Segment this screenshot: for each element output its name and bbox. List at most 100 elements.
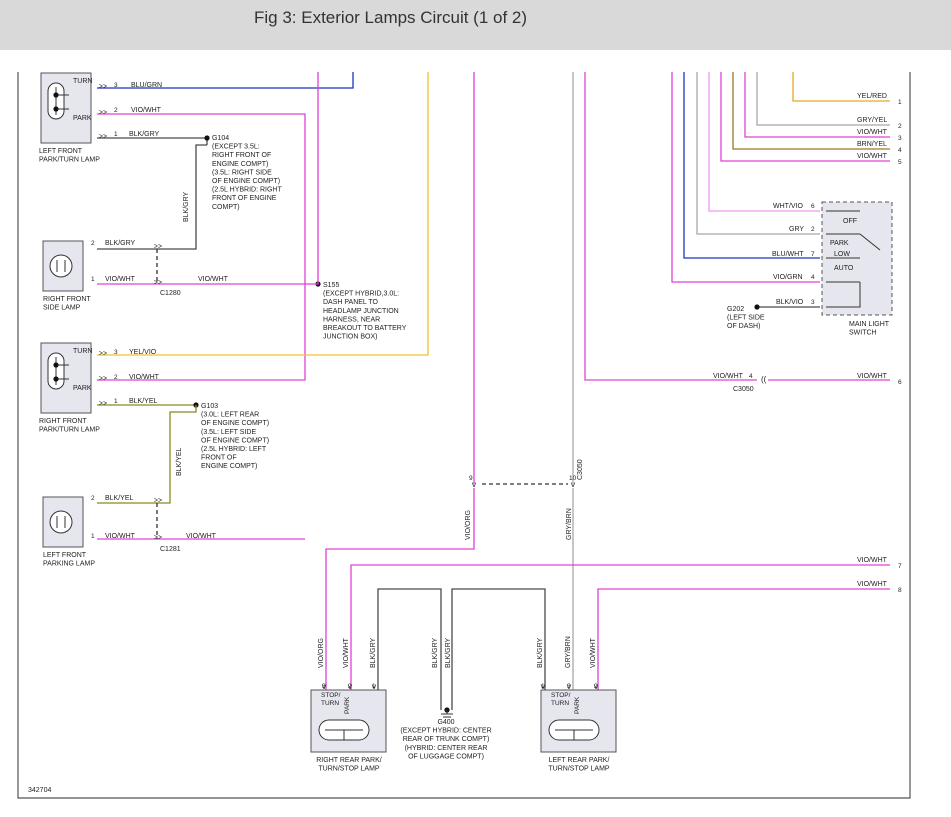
connector-symbol: >>	[154, 280, 162, 287]
pin-number: 3	[114, 82, 118, 89]
s155-label: HEADLAMP JUNCTION	[323, 308, 399, 315]
wire-label-blk-yel: BLK/YEL	[129, 398, 158, 405]
wire-label-vio-wht: VIO/WHT	[105, 276, 136, 283]
connector-symbol: ˅	[347, 682, 352, 692]
wire-label-vio-wht-vertical: VIO/WHT	[343, 637, 350, 668]
lf-parking-lamp-name: PARKING LAMP	[43, 561, 95, 568]
rf-park-turn-lamp-name: PARK/TURN LAMP	[39, 427, 100, 434]
wire-wht-vio	[708, 72, 820, 212]
wire-vio-wht-5	[720, 72, 890, 162]
wire-label-blk-gry-vertical: BLK/GRY	[370, 637, 377, 668]
g103-label: (3.5L: LEFT SIDE	[201, 429, 256, 436]
pin-number: 3	[322, 683, 326, 690]
pin-number: 1	[372, 683, 376, 690]
wire-label-blk-gry-vertical: BLK/GRY	[445, 637, 452, 668]
diagram-dynamic-layer: TURN PARK LEFT FRONT PARK/TURN LAMP RIGHT FR…	[28, 72, 902, 794]
diagram-frame	[17, 72, 911, 799]
wire-blk-gry-lr	[451, 588, 546, 710]
wire-label-vio-wht: VIO/WHT	[186, 533, 217, 540]
wire-blu-grn	[97, 72, 354, 89]
rr-park-turn-stop-lamp-name: RIGHT REAR PARK/	[316, 757, 382, 764]
g202-label: OF DASH)	[727, 323, 760, 330]
lr-park-turn-stop-lamp-park-label: PARK	[574, 696, 581, 714]
g103-label: (3.0L: LEFT REAR	[201, 412, 259, 419]
g104-label: OF ENGINE COMPT)	[212, 178, 280, 185]
g104-label: FRONT OF ENGINE	[212, 195, 277, 202]
s155-label: (EXCEPT HYBRID,3.0L:	[323, 291, 399, 298]
wire-label-gry-brn-vertical: GRY/BRN	[566, 508, 573, 540]
lr-park-turn-stop-lamp-stop-turn-label: TURN	[551, 700, 569, 707]
wire-label-blk-gry-vertical: BLK/GRY	[432, 637, 439, 668]
s155-label: BREAKOUT TO BATTERY	[323, 325, 407, 332]
pin-number: 2	[91, 495, 95, 502]
pin-number: 4	[749, 373, 753, 380]
switch-contact	[859, 233, 881, 251]
wire-label-yel-vio: YEL/VIO	[129, 349, 157, 356]
rf-park-turn-lamp-name: RIGHT FRONT	[39, 418, 87, 425]
c3050-pin4-symbol: ((	[761, 375, 767, 384]
s155-label: HARNESS, NEAR	[323, 316, 380, 323]
wire-label-vio-org-vertical: VIO/ORG	[465, 510, 472, 540]
wire-label-gry-yel: GRY/YEL	[857, 117, 887, 124]
c1281-label: C1281	[160, 546, 181, 553]
connector-symbol: >>	[99, 401, 107, 408]
g104-label: RIGHT FRONT OF	[212, 152, 271, 159]
pin-number: 2	[114, 374, 118, 381]
lf-park-turn-lamp-park-label: PARK	[73, 115, 92, 122]
wire-label-vio-wht: VIO/WHT	[198, 276, 229, 283]
pin-number: 2	[811, 226, 815, 233]
switch-internal-lines	[826, 210, 861, 308]
c3050-pin10-symbol: ˅	[570, 480, 575, 490]
wire-label-blk-yel-vertical: BLK/YEL	[176, 447, 183, 476]
connector-symbol: >>	[99, 84, 107, 91]
wire-label-vio-wht: VIO/WHT	[105, 533, 136, 540]
wire-vio-wht-3	[744, 72, 890, 138]
rf-park-turn-lamp-body	[40, 342, 92, 414]
connector-symbol: ˅	[566, 682, 571, 692]
wire-label-blk-yel: BLK/YEL	[105, 495, 134, 502]
switch-park-label: PARK	[830, 240, 849, 247]
pin-number: 2	[91, 240, 95, 247]
wire-label-vio-wht: VIO/WHT	[131, 107, 162, 114]
c3050-pin9-symbol: ˅	[471, 480, 476, 490]
pin-number: 6	[811, 203, 815, 210]
pin-number: 3	[811, 299, 815, 306]
wire-label-vio-wht: VIO/WHT	[857, 581, 888, 588]
offpage-number: 6	[898, 379, 902, 386]
wire-label-vio-wht: VIO/WHT	[129, 374, 160, 381]
g104-label: ENGINE COMPT)	[212, 161, 268, 168]
g104-label: G104	[212, 135, 229, 142]
pin-number: 9	[469, 475, 473, 482]
s155-label: S155	[323, 282, 339, 289]
rf-park-turn-lamp-filament-dot	[53, 362, 59, 368]
c3050-vertical-label: C3050	[577, 459, 584, 480]
connector-symbol: >>	[99, 376, 107, 383]
lf-parking-lamp-bulb	[49, 510, 73, 534]
connector-symbol: >>	[154, 535, 162, 542]
header-bar: Fig 3: Exterior Lamps Circuit (1 of 2)	[0, 0, 951, 50]
wire-label-vio-grn: VIO/GRN	[773, 274, 803, 281]
pin-number: 4	[811, 274, 815, 281]
wire-label-vio-wht: VIO/WHT	[857, 373, 888, 380]
wire-label-blk-gry-vertical: BLK/GRY	[537, 637, 544, 668]
wire-label-vio-wht: VIO/WHT	[857, 557, 888, 564]
rf-side-lamp-name: SIDE LAMP	[43, 305, 81, 312]
c1280-label: C1280	[160, 290, 181, 297]
lf-park-turn-lamp-filament-dot	[53, 106, 59, 112]
g103-label: FRONT OF	[201, 455, 237, 462]
lf-parking-lamp-name: LEFT FRONT	[43, 552, 87, 559]
rr-park-turn-stop-lamp-stop-turn-label: STOP/	[321, 692, 341, 699]
lf-park-turn-lamp-filament-dot	[53, 92, 59, 98]
wire-blk-gry	[97, 137, 208, 145]
lr-park-turn-stop-lamp-filament	[555, 729, 593, 740]
pin-number: 2	[594, 683, 598, 690]
wire-label-vio-wht: VIO/WHT	[857, 129, 888, 136]
pin-number: 1	[114, 398, 118, 405]
g103-label: (2.5L HYBRID: LEFT	[201, 446, 267, 453]
wire-label-yel-red: YEL/RED	[857, 93, 887, 100]
rf-park-turn-lamp-turn-label: TURN	[73, 348, 92, 355]
offpage-number: 4	[898, 147, 902, 154]
wiring-diagram: TURN PARK LEFT FRONT PARK/TURN LAMP RIGHT FR…	[17, 72, 911, 799]
rf-side-lamp-name: RIGHT FRONT	[43, 296, 91, 303]
pin-number: 2	[114, 107, 118, 114]
